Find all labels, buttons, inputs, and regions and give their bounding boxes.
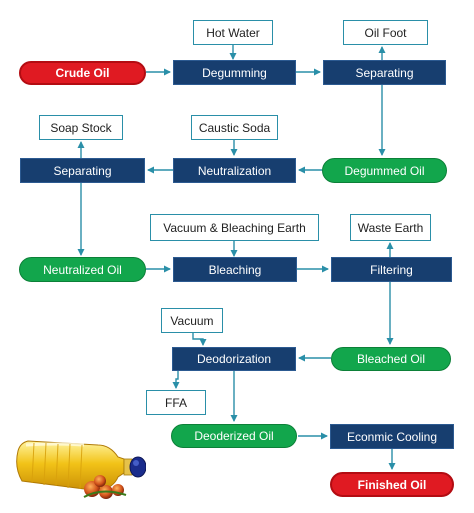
neutralization-step: Neutralization (173, 158, 296, 183)
oil-foot-output: Oil Foot (343, 20, 428, 45)
separating-step-2: Separating (20, 158, 145, 183)
ffa-output: FFA (146, 390, 206, 415)
neutralized-oil-node: Neutralized Oil (19, 257, 146, 282)
crude-oil-start: Crude Oil (19, 61, 146, 85)
waste-earth-output: Waste Earth (350, 214, 431, 241)
oil-bottle-illustration (16, 440, 146, 499)
bleached-oil-node: Bleached Oil (331, 347, 451, 371)
separating-step-1: Separating (323, 60, 446, 85)
degumming-step: Degumming (173, 60, 296, 85)
degummed-oil-node: Degummed Oil (322, 158, 447, 183)
vacuum-bleaching-earth-input: Vacuum & Bleaching Earth (150, 214, 319, 241)
deodorization-step: Deodorization (172, 347, 296, 371)
filtering-step: Filtering (331, 257, 452, 282)
economic-cooling-step: Econmic Cooling (330, 424, 454, 449)
caustic-soda-input: Caustic Soda (191, 115, 278, 140)
soap-stock-output: Soap Stock (39, 115, 123, 140)
bleaching-step: Bleaching (173, 257, 297, 282)
arrow-vacuum-to-deodorization (192, 333, 207, 346)
hot-water-input: Hot Water (193, 20, 273, 45)
finished-oil-end: Finished Oil (330, 472, 454, 497)
arrow-deodorization-to-ffa (172, 371, 180, 389)
deodorized-oil-node: Deoderized Oil (171, 424, 297, 448)
vacuum-input: Vacuum (161, 308, 223, 333)
